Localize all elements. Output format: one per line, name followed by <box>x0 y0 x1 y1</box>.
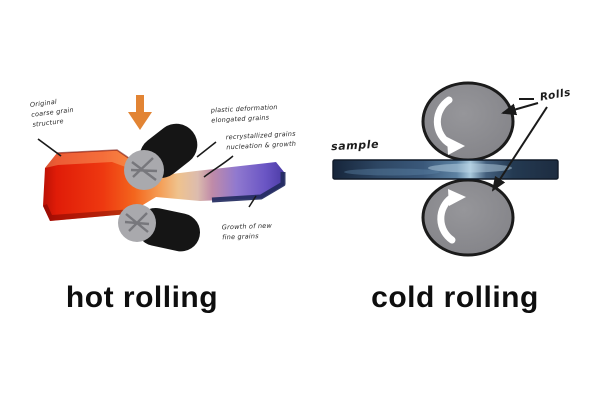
leader-arrow-top-roll <box>501 102 539 116</box>
force-arrow-icon <box>128 95 152 130</box>
cold-rolling-figure <box>332 81 559 257</box>
leader-line-original <box>37 138 62 157</box>
rotation-arrow-icon <box>433 96 465 155</box>
hot-strip <box>43 150 284 221</box>
hot-rolling-caption: hot rolling <box>65 281 219 314</box>
bottom-roller-face <box>118 204 156 242</box>
top-roller <box>124 123 198 190</box>
bottom-roller-face-streaks <box>124 212 150 233</box>
hot-strip-top-face <box>45 150 156 180</box>
leader-line-growth <box>248 195 257 208</box>
cold-bottom-roll <box>421 178 515 257</box>
leader-arrow-bottom-roll <box>491 106 548 192</box>
leader-line-plastic <box>196 141 217 158</box>
rotation-arrow-icon <box>437 189 466 244</box>
top-roller-face-streaks <box>130 157 158 181</box>
hot-rolling-figure <box>37 95 286 252</box>
hot-strip-bottom-shade <box>43 204 133 221</box>
hot-strip-cool-edge <box>211 172 286 203</box>
cold-sample-strip <box>332 159 559 180</box>
cold-strip-shine <box>428 163 512 173</box>
label-growth-new-grains: Growth of new fine grains <box>221 221 273 242</box>
cold-sample-strip-body <box>332 159 559 180</box>
cold-strip-texture <box>344 168 440 176</box>
leader-line-recrystallized <box>203 155 234 178</box>
label-sample: sample <box>330 137 380 154</box>
cold-rolling-caption: cold rolling <box>371 281 539 314</box>
